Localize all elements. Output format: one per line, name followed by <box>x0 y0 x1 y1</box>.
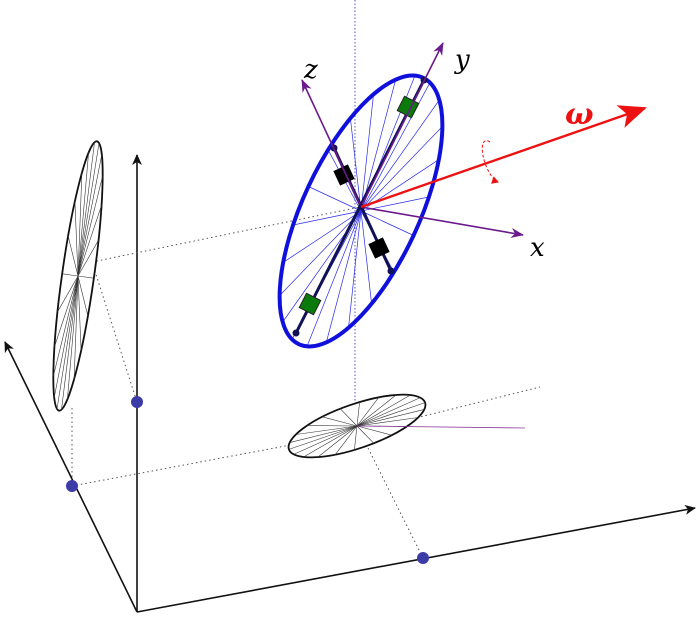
disk-spoke <box>295 425 358 435</box>
disk-spoke <box>57 275 79 312</box>
disk-spoke <box>356 394 411 427</box>
disk-spoke <box>289 425 358 443</box>
mass-green-bottom <box>298 292 322 316</box>
body-axis-y <box>360 42 444 208</box>
disk-spoke <box>360 82 431 212</box>
disk-spoke <box>356 397 380 427</box>
left-projected-disk <box>52 140 104 412</box>
disk-spoke <box>77 142 95 277</box>
disk-spoke <box>53 275 79 398</box>
disk-spoke <box>67 275 79 400</box>
floor-projected-disk <box>287 393 526 459</box>
body-axes <box>301 42 524 238</box>
disk-spoke <box>360 210 372 304</box>
body-axis-z <box>301 79 362 208</box>
horizontal-axis <box>136 504 696 613</box>
disk-spoke <box>73 275 79 380</box>
omega-vector <box>360 105 647 209</box>
disk-spoke <box>360 99 440 212</box>
disk-spoke <box>356 402 426 427</box>
label-y: y <box>454 45 470 75</box>
disk-spoke <box>356 417 419 427</box>
disk-spoke <box>356 425 392 436</box>
disk-spoke <box>306 210 362 347</box>
disk-spoke <box>77 240 99 277</box>
disk-spoke <box>360 126 443 212</box>
disk-spoke <box>360 79 397 212</box>
disk-spoke <box>62 273 79 277</box>
disk-spoke <box>77 275 82 351</box>
projection-dot-vertical <box>131 396 143 408</box>
angular-velocity <box>360 105 647 209</box>
projection-dot-depth <box>66 480 78 492</box>
disk-spoke <box>77 142 100 277</box>
disk-spoke <box>350 118 362 212</box>
disk-spoke <box>74 201 79 277</box>
projection-guides <box>71 206 541 559</box>
disk-spoke <box>356 409 425 427</box>
disk-spoke <box>293 210 362 226</box>
body-axis-x <box>360 206 524 238</box>
mass-black-bottom <box>368 237 390 259</box>
disk-spoke <box>356 397 421 427</box>
disk-spoke <box>293 425 358 455</box>
disk-spoke <box>279 210 362 296</box>
disk-spoke <box>61 275 79 410</box>
disk-spoke <box>77 154 103 277</box>
disk-spoke <box>77 205 102 277</box>
disk-spoke <box>360 210 414 236</box>
disk-spoke <box>303 425 358 458</box>
disk-spoke <box>322 416 358 427</box>
label-x: x <box>530 233 545 263</box>
disk-spoke <box>53 275 79 377</box>
disk-spoke <box>56 275 79 410</box>
disk-spoke <box>360 94 374 212</box>
lab-axes <box>4 154 696 613</box>
label-z: z <box>303 55 318 85</box>
disk-spoke <box>288 425 358 450</box>
disk-spoke <box>354 425 358 450</box>
disk-spoke <box>334 425 358 455</box>
disk-spoke <box>325 210 362 343</box>
disk-spoke <box>356 425 375 444</box>
disk-spoke <box>67 235 79 277</box>
label-omega: ω <box>565 97 594 132</box>
projection-dot-horizontal <box>417 552 429 564</box>
disk-spoke <box>77 152 89 277</box>
disk-spoke <box>356 394 397 427</box>
disk-spoke <box>339 408 358 427</box>
disk-spoke <box>317 425 358 458</box>
projection-dots <box>66 396 429 564</box>
disk-spoke <box>77 275 94 279</box>
disk-spoke <box>356 402 360 427</box>
disk-spoke <box>77 172 83 277</box>
disk-spoke <box>77 275 89 317</box>
rotation-indicator <box>481 140 499 184</box>
disk-spoke <box>77 175 103 277</box>
disk-spoke <box>348 210 362 328</box>
depth-axis <box>4 341 138 613</box>
main-disk <box>277 73 445 349</box>
disk-spoke <box>308 186 362 212</box>
disk-spoke <box>54 275 79 347</box>
disk-spoke <box>283 210 362 263</box>
